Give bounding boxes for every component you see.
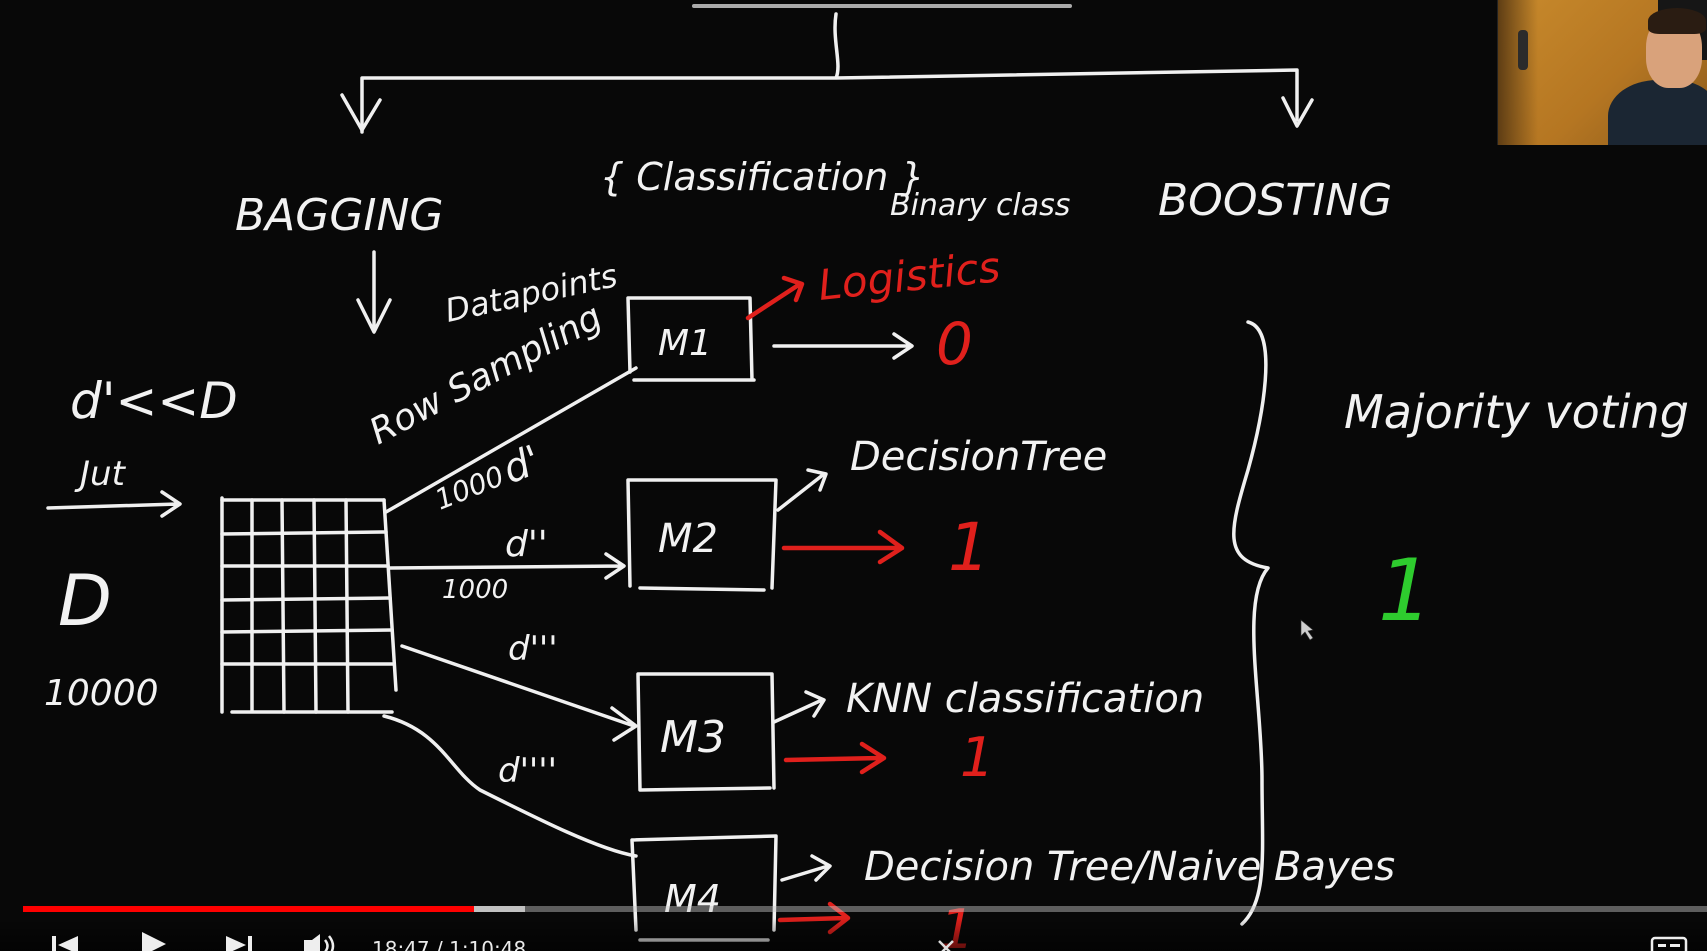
model-m1-output: 0 [936, 310, 973, 378]
input-arrow-label: Jut [74, 454, 127, 494]
m2-to-algo-arrow [776, 468, 828, 512]
player-controls [0, 918, 1707, 951]
model-box-m2: M2 [626, 478, 778, 592]
aggregation-brace [1232, 320, 1270, 926]
model-m2-output: 1 [948, 509, 990, 586]
arrow-to-bagging [340, 93, 382, 132]
classification-braces: { Classification } [600, 155, 925, 199]
model-m1-name: M1 [658, 323, 712, 364]
top-split-bracket [360, 12, 1299, 134]
final-output: 1 [1378, 541, 1433, 641]
arrow-to-boosting [1281, 96, 1314, 128]
subset-3-label: d''' [508, 629, 558, 669]
model-m2-algorithm: DecisionTree [850, 434, 1107, 480]
sample-line-m2 [388, 552, 626, 580]
sample-line-m3 [400, 644, 638, 742]
model-m1-algorithm: Logistics [816, 242, 1003, 310]
settings-icon[interactable] [1650, 936, 1688, 951]
model-box-m1: M1 [626, 296, 756, 382]
m1-output-arrow [772, 332, 914, 360]
boosting-title: BOOSTING [1158, 175, 1392, 226]
subset-4-label: d'''' [498, 751, 557, 791]
model-m3-name: M3 [660, 712, 726, 763]
played-progress [23, 906, 475, 912]
model-m2-name: M2 [658, 516, 718, 562]
top-divider-line [692, 4, 1072, 8]
presenter-hair [1648, 8, 1706, 34]
subset-2-count: 1000 [442, 575, 508, 605]
bagging-down-arrow [356, 250, 392, 334]
dataset-size: 10000 [44, 673, 159, 714]
skip-next-icon[interactable] [224, 934, 254, 951]
subset-1-count: 1000 [430, 459, 508, 516]
dataset-name: D [58, 560, 112, 642]
sample-line-m1 [384, 366, 638, 514]
m3-to-algo-arrow [772, 690, 826, 724]
webcam-shadow [1498, 0, 1538, 145]
m1-to-algo-arrow [745, 275, 805, 321]
model-m4-name: M4 [664, 877, 721, 921]
time-display: 18:47 / 1:10:48 [372, 937, 527, 951]
binary-class-note: Binary class [890, 188, 1070, 223]
model-box-m3: M3 [636, 672, 776, 792]
m2-output-arrow [781, 529, 905, 565]
model-m3-output: 1 [960, 726, 994, 789]
subset-rule: d'<<D [70, 372, 238, 430]
skip-previous-icon[interactable] [50, 934, 80, 951]
m3-output-arrow [783, 741, 887, 775]
volume-icon[interactable] [302, 932, 338, 951]
model-m3-algorithm: KNN classification [846, 676, 1204, 722]
presenter-body [1608, 80, 1707, 145]
model-m4-algorithm: Decision Tree/Naive Bayes [864, 844, 1395, 890]
m4-to-algo-arrow [780, 854, 832, 882]
sample-line-m4 [382, 714, 638, 858]
subset-2-label: d'' [505, 524, 548, 565]
play-icon[interactable] [138, 930, 168, 951]
aggregation-label: Majority voting [1344, 385, 1689, 439]
video-progress-bar[interactable] [23, 906, 1707, 912]
input-arrow [46, 490, 182, 518]
mouse-cursor-icon [1300, 619, 1314, 641]
presenter-webcam [1497, 0, 1707, 145]
dataset-table-icon [220, 496, 398, 714]
microphone-stand [1518, 30, 1528, 70]
bagging-title: BAGGING [235, 190, 443, 241]
close-icon[interactable] [936, 938, 956, 951]
